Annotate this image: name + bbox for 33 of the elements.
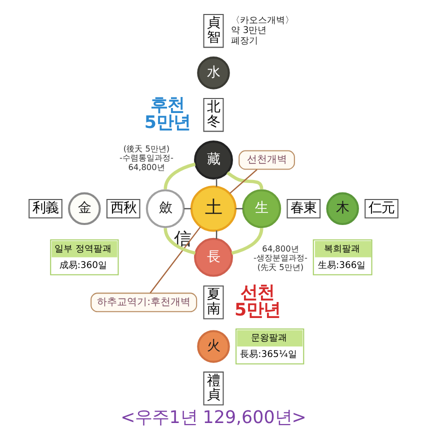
label: 선천 5만년	[234, 282, 281, 320]
connector	[231, 228, 264, 255]
node-box: 貞智	[203, 14, 224, 48]
node-box: 利義	[28, 198, 62, 218]
node-circle: 生	[242, 189, 282, 228]
edge-label: 64,800년 -생장분열과정- (先天 5만년)	[254, 243, 308, 272]
edge-label: (後天 5만년) -수렴통일과정- 64,800년	[120, 143, 174, 172]
node-box: 夏南	[203, 286, 224, 320]
node-circle: 藏	[194, 140, 233, 180]
node-box: 北冬	[203, 98, 224, 132]
node-box: 禮貞	[203, 372, 224, 406]
connector	[150, 226, 201, 294]
node-circle: 金	[68, 192, 101, 226]
node-box: 西秋	[106, 198, 140, 218]
node-circle: 木	[326, 192, 359, 226]
node-box: 하추교역기:후천개벽	[90, 292, 198, 312]
connector	[226, 171, 264, 190]
node-circle: 土	[190, 186, 237, 232]
connector	[164, 228, 196, 255]
node-circle: 斂	[146, 189, 185, 228]
connector	[230, 169, 258, 194]
connector	[236, 208, 243, 210]
caption: <우주1년 129,600년>	[120, 408, 306, 428]
label: 〈카오스개벽〉 약 3만년 폐장기	[230, 14, 294, 46]
node-circle: 長	[194, 238, 233, 277]
node-box: 선천개벽	[238, 150, 295, 170]
label: 후천 5만년	[144, 95, 190, 133]
node-circle: 火	[197, 330, 230, 363]
node-box: 仁元	[364, 198, 398, 218]
connector	[164, 162, 196, 190]
node-box: 春東	[286, 198, 321, 218]
connector	[184, 208, 192, 210]
node-circle: 水	[197, 56, 230, 90]
